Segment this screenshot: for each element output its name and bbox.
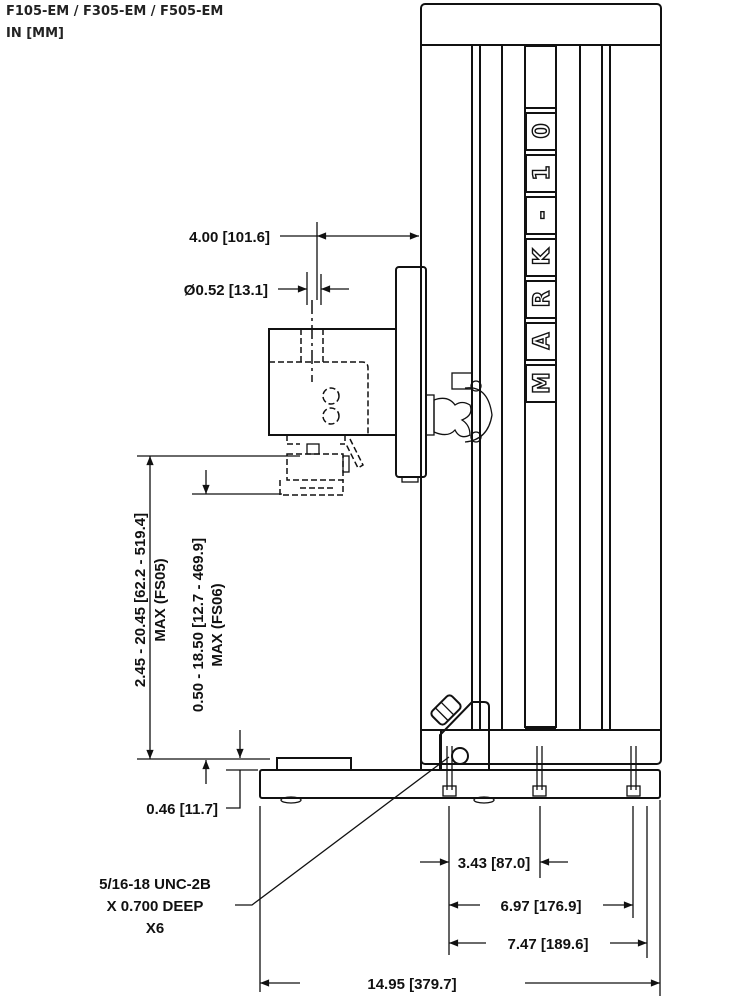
base [259, 694, 661, 804]
callout-line: 5/16-18 UNC-2B [99, 876, 211, 893]
units-label: IN [MM] [6, 26, 64, 41]
callout-line: X6 [146, 920, 164, 937]
logo-letter: 1 [530, 165, 555, 180]
dim-label: MAX (FS06) [209, 583, 226, 666]
crosshead [395, 266, 493, 483]
dim-label: 3.43 [87.0] [458, 855, 531, 872]
dim-label: 2.45 - 20.45 [62.2 - 519.4] [132, 513, 149, 687]
dim-label: 0.50 - 18.50 [12.7 - 469.9] [190, 538, 207, 712]
mounting-screw [442, 746, 457, 797]
callout-line: X 0.700 DEEP [107, 898, 204, 915]
dim-travel-fs06: 0.50 - 18.50 [12.7 - 469.9] MAX (FS06) [190, 470, 282, 784]
force-gauge [268, 300, 397, 496]
dim-hole-spacing-c: 7.47 [189.6] [448, 936, 647, 953]
dim-label: 0.46 [11.7] [146, 801, 218, 818]
logo-letter: R [530, 290, 555, 307]
dim-label: 14.95 [379.7] [367, 976, 456, 993]
logo-letter: M [530, 372, 555, 394]
thread-callout: 5/16-18 UNC-2B X 0.700 DEEP X6 [99, 756, 450, 937]
dim-label: 4.00 [101.6] [189, 229, 270, 246]
dim-label: 6.97 [176.9] [501, 898, 582, 915]
dim-hole-spacing-a: 3.43 [87.0] [420, 855, 568, 872]
dim-hole-spacing-b: 6.97 [176.9] [448, 898, 633, 915]
logo-letter: - [530, 210, 555, 219]
dim-travel-fs05: 2.45 - 20.45 [62.2 - 519.4] MAX (FS05) [132, 455, 300, 760]
dim-overall-depth: 14.95 [379.7] [259, 976, 660, 993]
mark-10-logo: 0 1 - K R A M [525, 112, 557, 403]
dim-label: 7.47 [189.6] [508, 936, 589, 953]
logo-letter: A [530, 332, 555, 349]
dim-shaft-diameter: Ø0.52 [13.1] [184, 272, 349, 305]
dim-base-thickness: 0.46 [11.7] [146, 730, 258, 818]
mounting-screw [626, 746, 641, 797]
dim-label: Ø0.52 [13.1] [184, 282, 268, 299]
dim-grip-offset: 4.00 [101.6] [189, 222, 420, 300]
dim-label: MAX (FS05) [152, 558, 169, 641]
model-title: F105-EM / F305-EM / F505-EM [6, 4, 224, 19]
mounting-screw [532, 746, 547, 797]
logo-letter: 0 [530, 123, 555, 138]
logo-letter: K [530, 248, 555, 266]
